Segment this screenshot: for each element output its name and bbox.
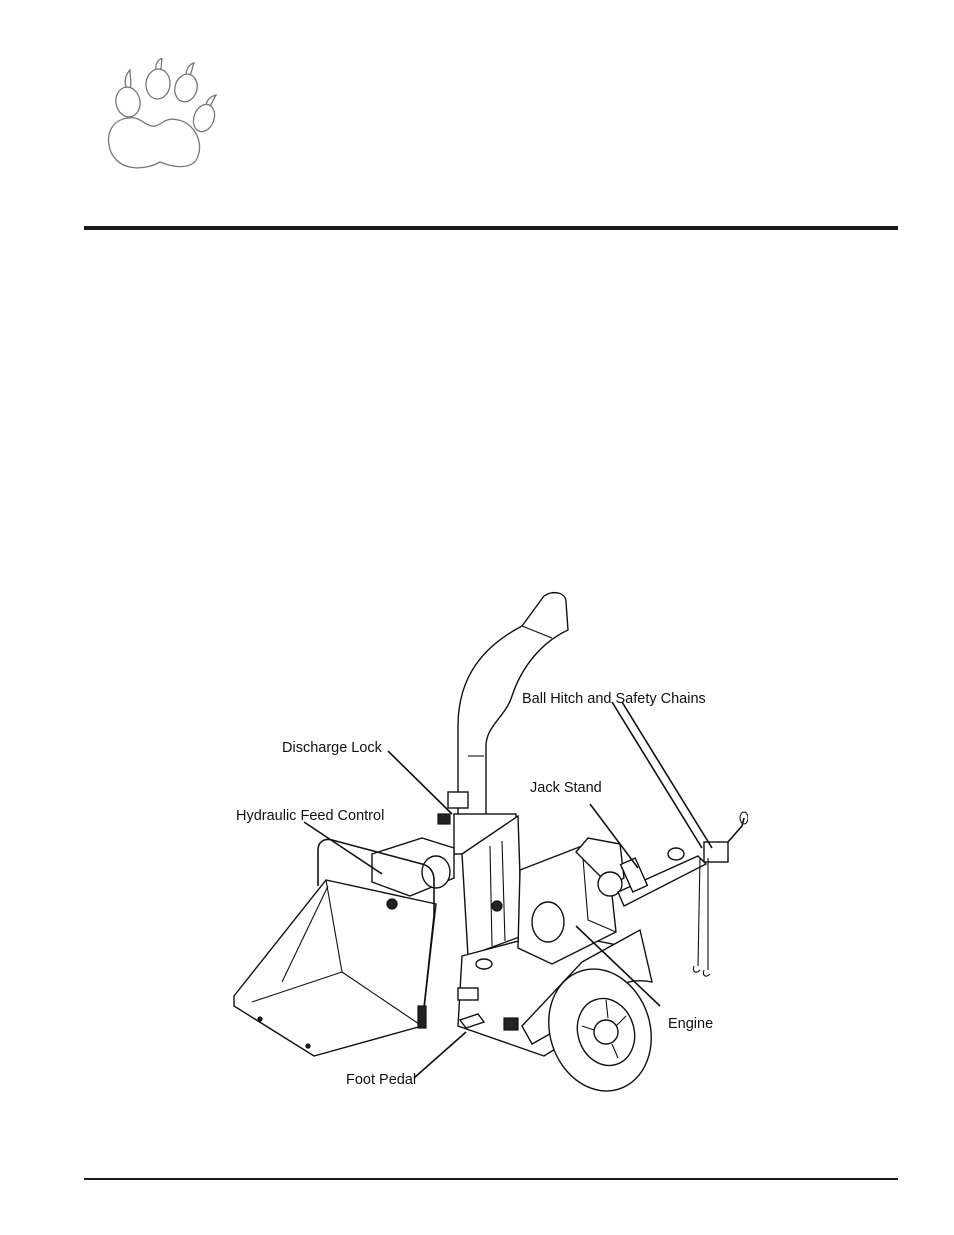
label-hydraulic-feed: Hydraulic Feed Control <box>236 808 384 824</box>
label-ball-hitch: Ball Hitch and Safety Chains <box>522 691 706 707</box>
label-jack-stand: Jack Stand <box>530 780 602 796</box>
paw-print-logo <box>100 58 220 176</box>
feed-hopper <box>234 880 436 1056</box>
footer-rule <box>84 1178 898 1180</box>
label-discharge-lock: Discharge Lock <box>282 740 383 756</box>
leader-ball-hitch-1 <box>612 702 702 848</box>
label-engine: Engine <box>668 1016 713 1032</box>
leader-ball-hitch-2 <box>622 702 712 848</box>
chipper-figure: Ball Hitch and Safety Chains Discharge L… <box>222 586 748 1106</box>
leader-hydraulic-feed <box>304 822 382 874</box>
discharge-chute <box>458 593 568 836</box>
leader-discharge-lock <box>388 751 452 814</box>
label-foot-pedal: Foot Pedal <box>346 1072 416 1088</box>
header-rule <box>84 226 898 230</box>
leader-foot-pedal <box>414 1032 466 1078</box>
